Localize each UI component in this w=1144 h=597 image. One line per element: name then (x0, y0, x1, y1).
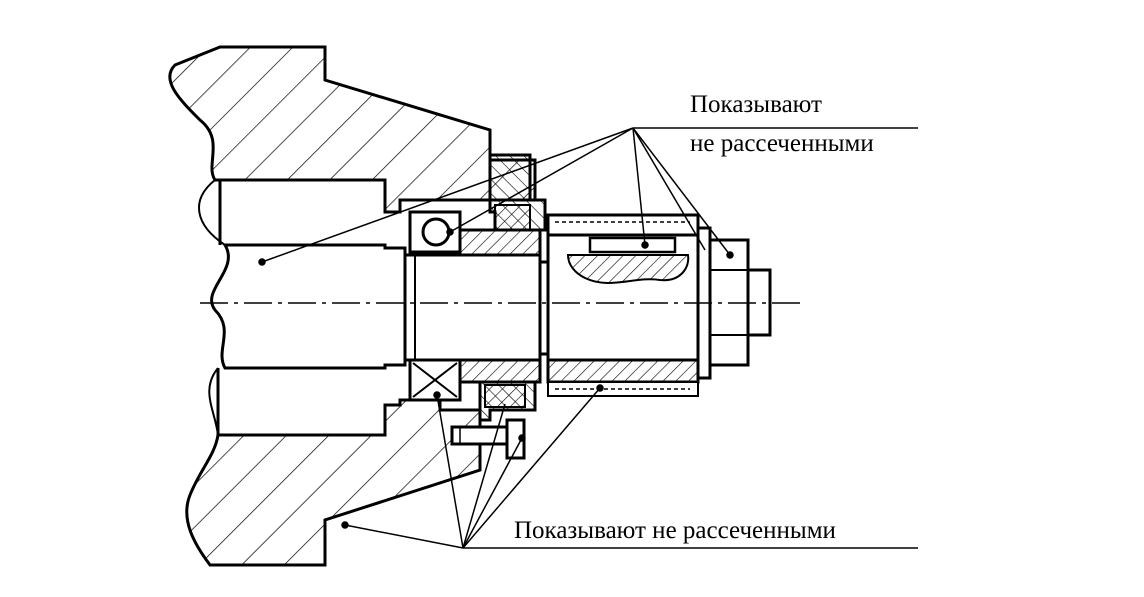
key (588, 236, 677, 254)
leader-lines-bottom (341, 384, 918, 549)
bearing-ball (421, 217, 451, 247)
key-local-section (566, 254, 690, 284)
label-top-line1: Показывают (690, 91, 822, 118)
housing-lower (185, 398, 482, 567)
shaft-body (210, 243, 407, 370)
hub-upper (546, 213, 700, 237)
hub-lower (546, 358, 700, 384)
label-top-line2: не рассеченными (690, 130, 874, 157)
leader-lines-top (258, 127, 918, 266)
label-bottom: Показывают не рассеченными (514, 517, 836, 544)
sleeve-upper (458, 228, 542, 257)
housing-upper (168, 45, 537, 214)
sleeve-lower (458, 358, 542, 384)
shaft-journal (403, 253, 542, 362)
hub-body (546, 233, 700, 362)
